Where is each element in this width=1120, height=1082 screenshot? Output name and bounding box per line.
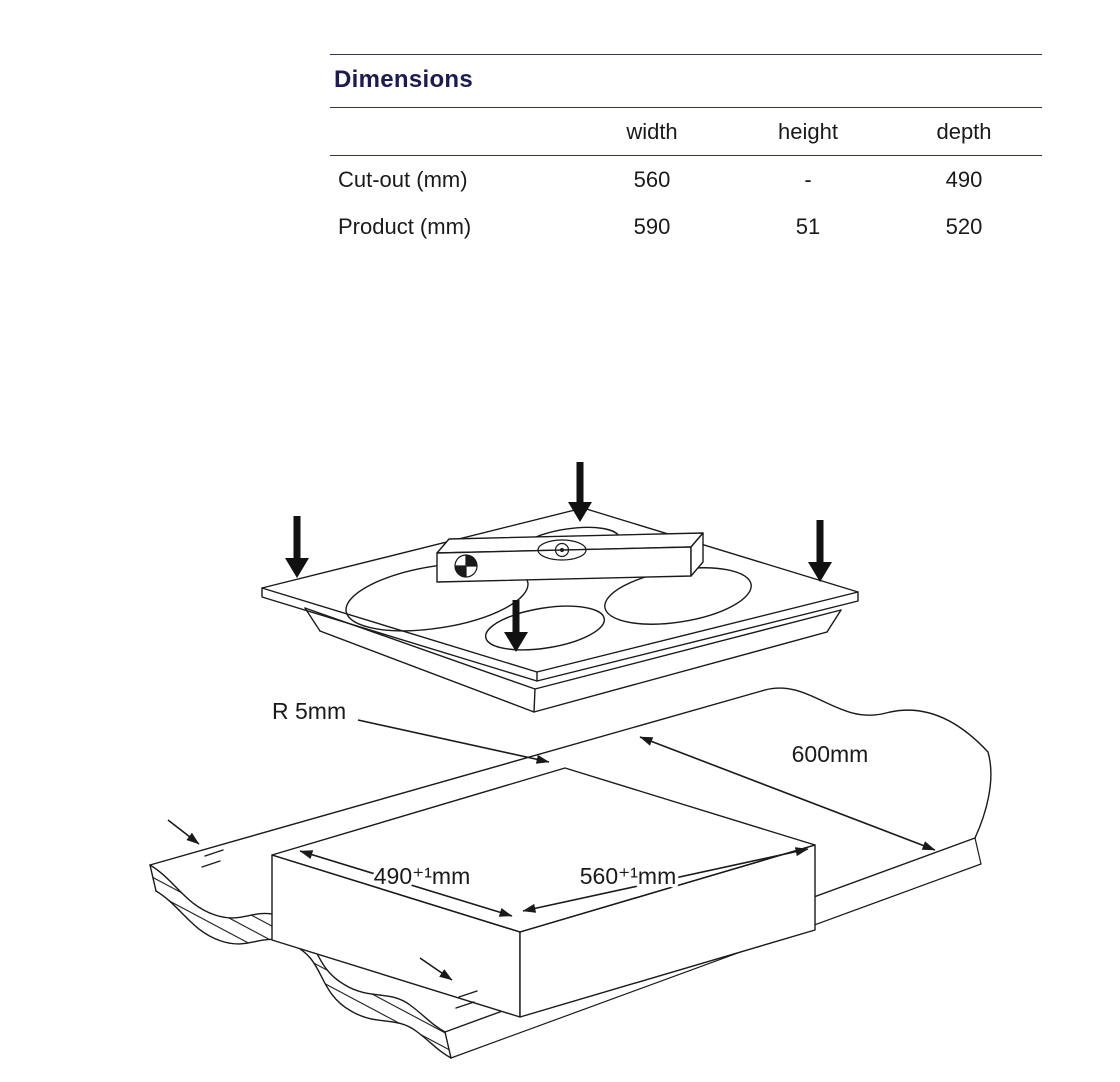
worktop-torn-edge-hatch bbox=[150, 865, 451, 1058]
header-depth: depth bbox=[936, 118, 992, 144]
press-arrow-back bbox=[568, 462, 592, 522]
press-arrow-left bbox=[285, 516, 309, 578]
installation-diagram: 600mm 560⁺¹mm 490⁺¹mm R 5mm bbox=[149, 462, 992, 1059]
table-row: Product (mm) 590 51 520 bbox=[330, 203, 1042, 250]
header-width: width bbox=[626, 118, 678, 144]
table-rule-under-header bbox=[330, 155, 1042, 156]
cutout-height-value: - bbox=[804, 166, 812, 192]
worktop-depth-label: 600mm bbox=[792, 741, 869, 767]
thickness-mark-lower bbox=[419, 957, 478, 1009]
cutout-depth-dimension-line bbox=[299, 850, 513, 917]
press-arrow-front bbox=[504, 600, 528, 652]
worktop-edge-cap-left bbox=[149, 864, 157, 892]
corner-radius-label: R 5mm bbox=[272, 698, 346, 724]
worktop-torn-edge-right bbox=[764, 687, 992, 839]
cutout-depth-label: 490⁺¹mm bbox=[374, 863, 471, 889]
product-depth-value: 520 bbox=[945, 213, 983, 239]
worktop-edge-cap-right bbox=[974, 837, 982, 865]
table-row: Cut-out (mm) 560 - 490 bbox=[330, 156, 1042, 203]
row-label-product: Product (mm) bbox=[338, 213, 472, 239]
crosshair-target-icon bbox=[454, 554, 478, 578]
worktop-illustration bbox=[149, 687, 992, 1059]
cutout-width-label: 560⁺¹mm bbox=[580, 863, 677, 889]
dimension-annotations: 600mm 560⁺¹mm 490⁺¹mm R 5mm bbox=[167, 695, 936, 1009]
corner-radius-leader-line bbox=[357, 719, 550, 764]
sensor-icon bbox=[537, 539, 587, 561]
press-down-arrows bbox=[285, 462, 832, 652]
hob-body-front-edge bbox=[533, 688, 536, 713]
row-label-cutout: Cut-out (mm) bbox=[338, 166, 468, 192]
control-box-side bbox=[690, 532, 704, 577]
hob-body-left-edge bbox=[304, 607, 321, 632]
cutout-illustration bbox=[271, 767, 816, 1018]
cutout-width-dimension-line bbox=[522, 847, 809, 913]
hob-body-right-edge bbox=[826, 609, 842, 633]
burner-left bbox=[345, 562, 529, 632]
worktop-back-edge bbox=[149, 689, 766, 866]
burner-front bbox=[484, 605, 606, 651]
table-title: Dimensions bbox=[334, 66, 474, 93]
product-width-value: 590 bbox=[633, 213, 671, 239]
worktop-torn-edge-bottom bbox=[155, 890, 452, 1059]
cutout-depth-value: 490 bbox=[945, 166, 983, 192]
cutout-width-value: 560 bbox=[633, 166, 671, 192]
press-arrow-right bbox=[808, 520, 832, 582]
product-height-value: 51 bbox=[795, 213, 821, 239]
dimensions-table: Dimensions width height depth Cut-out (m… bbox=[330, 54, 1042, 250]
hob-illustration bbox=[261, 507, 859, 713]
worktop-depth-dimension-line bbox=[639, 736, 936, 851]
worktop-edge-cap-front bbox=[444, 1031, 452, 1059]
worktop-bottom-front-edge bbox=[450, 863, 982, 1059]
table-rule-under-title bbox=[330, 107, 1042, 108]
table-header-row: width height depth bbox=[330, 108, 1042, 155]
thickness-mark-upper bbox=[167, 819, 224, 868]
table-rule-top bbox=[330, 54, 1042, 55]
header-height: height bbox=[778, 118, 838, 144]
